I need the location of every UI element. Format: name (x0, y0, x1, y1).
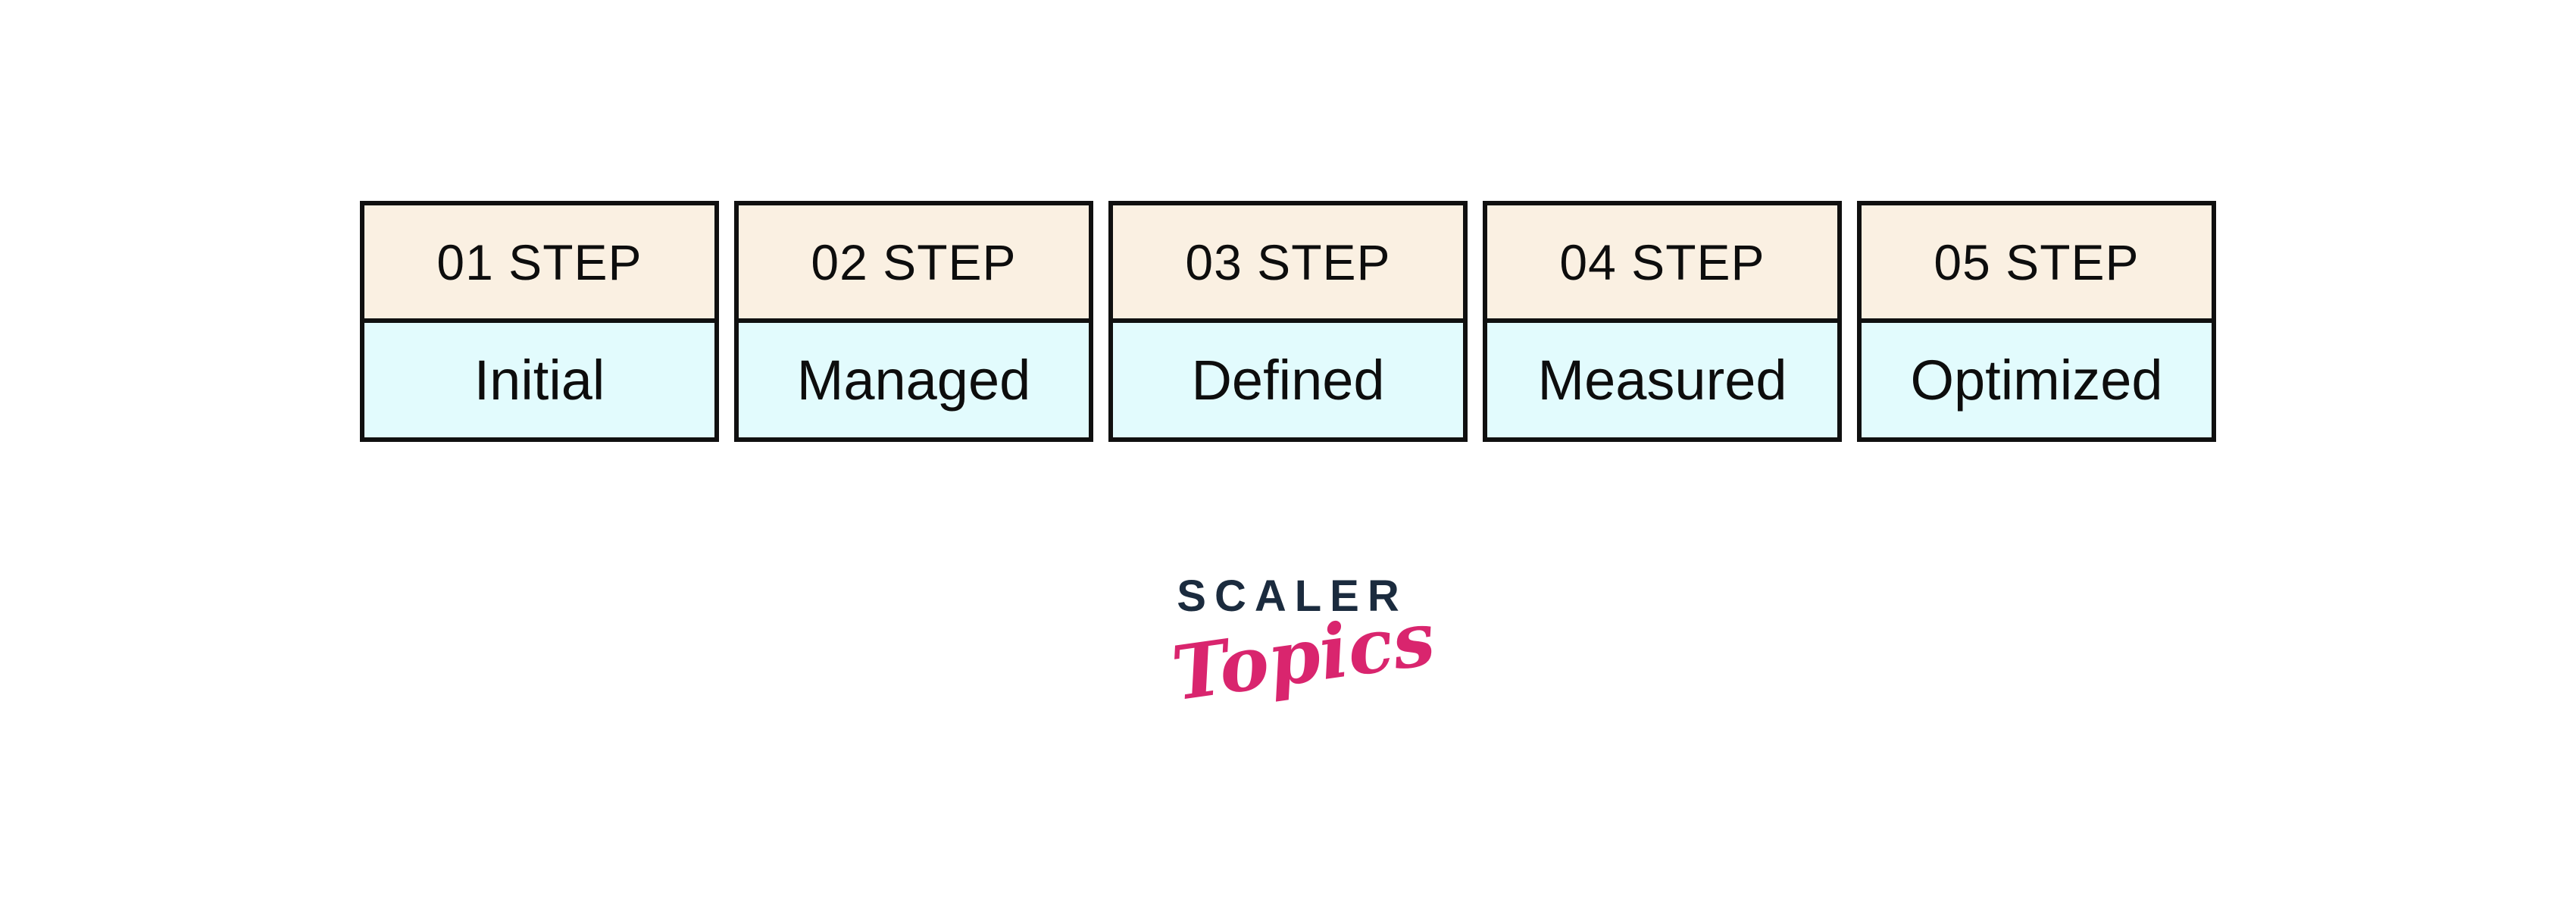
scaler-wordmark: SCALER (1177, 572, 1408, 621)
step-box-1: 01 STEP Initial (360, 201, 719, 442)
maturity-steps-row: 01 STEP Initial 02 STEP Managed 03 STEP … (360, 201, 2216, 442)
step-box-3: 03 STEP Defined (1108, 201, 1468, 442)
step-3-name-label: Defined (1113, 323, 1463, 437)
step-1-name-label: Initial (364, 323, 714, 437)
step-4-header-label: 04 STEP (1487, 205, 1837, 323)
step-5-name-label: Optimized (1862, 323, 2212, 437)
step-box-5: 05 STEP Optimized (1857, 201, 2216, 442)
step-2-header-label: 02 STEP (739, 205, 1089, 323)
step-5-header-label: 05 STEP (1862, 205, 2212, 323)
step-2-name-label: Managed (739, 323, 1089, 437)
step-box-2: 02 STEP Managed (734, 201, 1093, 442)
step-4-name-label: Measured (1487, 323, 1837, 437)
step-1-header-label: 01 STEP (364, 205, 714, 323)
step-3-header-label: 03 STEP (1113, 205, 1463, 323)
scaler-topics-logo: SCALER Topics (1167, 572, 1440, 719)
step-box-4: 04 STEP Measured (1483, 201, 1842, 442)
